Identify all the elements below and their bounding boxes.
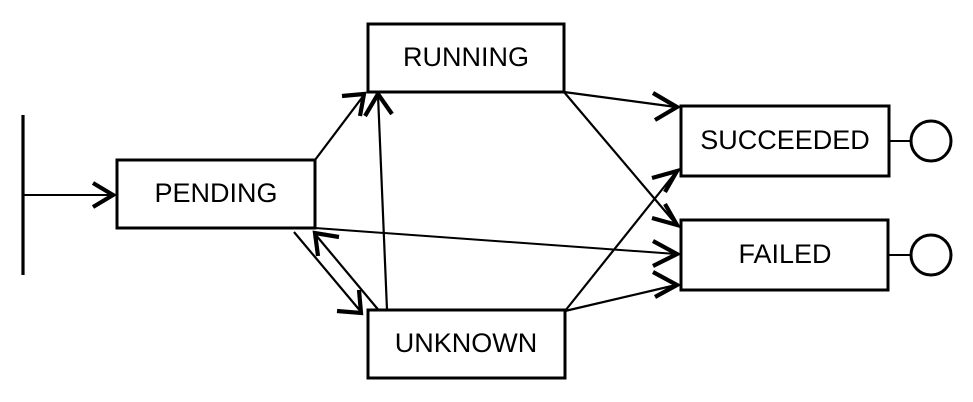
state-box-unknown[interactable] (366, 308, 567, 380)
transition-unknown-to-failed (564, 270, 682, 313)
state-node-running[interactable]: RUNNING (366, 22, 566, 94)
transition-pending-to-failed (314, 227, 682, 268)
state-node-pending[interactable]: PENDING (115, 158, 317, 230)
state-label-unknown: UNKNOWN (395, 328, 538, 358)
transition-unknown-to-pending (312, 230, 382, 314)
state-node-succeeded[interactable]: SUCCEEDED (679, 104, 891, 178)
transition-running-to-failed (563, 91, 682, 229)
transition-pending-to-running (314, 91, 367, 161)
state-node-unknown[interactable]: UNKNOWN (366, 308, 567, 380)
state-box-failed[interactable] (679, 218, 890, 292)
state-label-pending: PENDING (154, 178, 277, 208)
state-box-succeeded[interactable] (679, 104, 891, 178)
transition-failed-to-end (888, 233, 953, 277)
state-label-running: RUNNING (403, 42, 529, 72)
state-node-failed[interactable]: FAILED (679, 218, 890, 292)
transition-start-to-pending (23, 181, 118, 209)
transition-unknown-to-succeeded (564, 167, 682, 312)
state-label-succeeded: SUCCEEDED (700, 125, 870, 155)
transition-succeeded-to-end (889, 119, 953, 163)
end-state-circle-succeeded (909, 119, 953, 163)
transition-unknown-to-running (363, 90, 394, 311)
state-box-running[interactable] (366, 22, 566, 94)
transition-running-to-succeeded (563, 90, 682, 122)
state-box-pending[interactable] (115, 158, 317, 230)
transition-pending-to-unknown (293, 231, 364, 316)
end-state-circle-failed (909, 233, 953, 277)
state-label-failed: FAILED (738, 239, 831, 269)
